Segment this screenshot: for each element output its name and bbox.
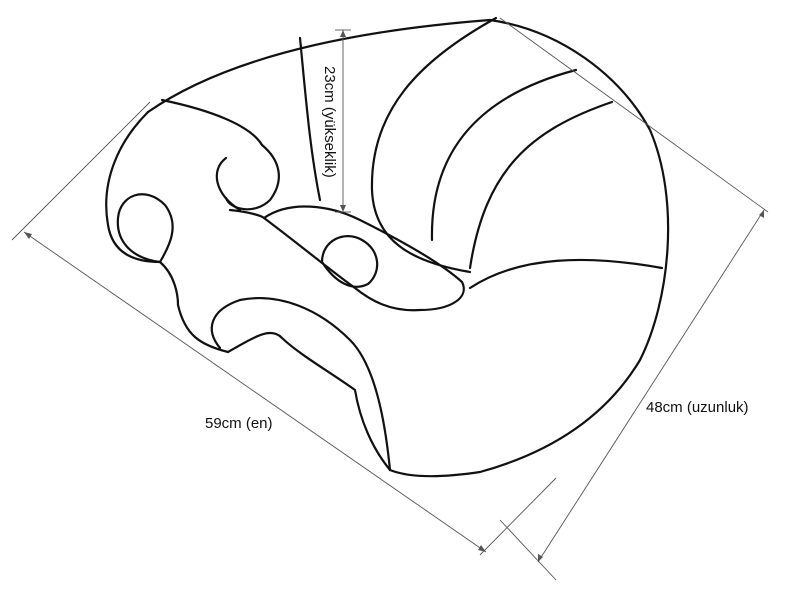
length-arrowhead-bottom-icon (538, 554, 543, 562)
length-extension-line-bottom (499, 519, 557, 581)
width-extension-line-right (479, 477, 557, 556)
length-dimension-line (537, 209, 765, 563)
length-dimension: 48cm (uzunluk) (499, 17, 769, 581)
width-extension-line-left (11, 101, 151, 241)
width-dimension-line (23, 231, 487, 553)
length-extension-line-top (499, 17, 769, 213)
width-label: 59cm (en) (205, 415, 273, 432)
width-arrowhead-right-icon (478, 545, 486, 552)
height-dimension: 23cm (yükseklik) (321, 29, 351, 213)
width-arrowhead-left-icon (24, 232, 32, 239)
height-arrowhead-bottom-icon (340, 205, 346, 212)
length-label: 48cm (uzunluk) (646, 399, 749, 416)
height-arrowhead-top-icon (340, 30, 346, 37)
width-dimension: 59cm (en) (11, 101, 557, 556)
length-arrowhead-top-icon (759, 210, 764, 218)
baby-seat-outline (105, 16, 670, 478)
height-label: 23cm (yükseklik) (321, 66, 338, 178)
